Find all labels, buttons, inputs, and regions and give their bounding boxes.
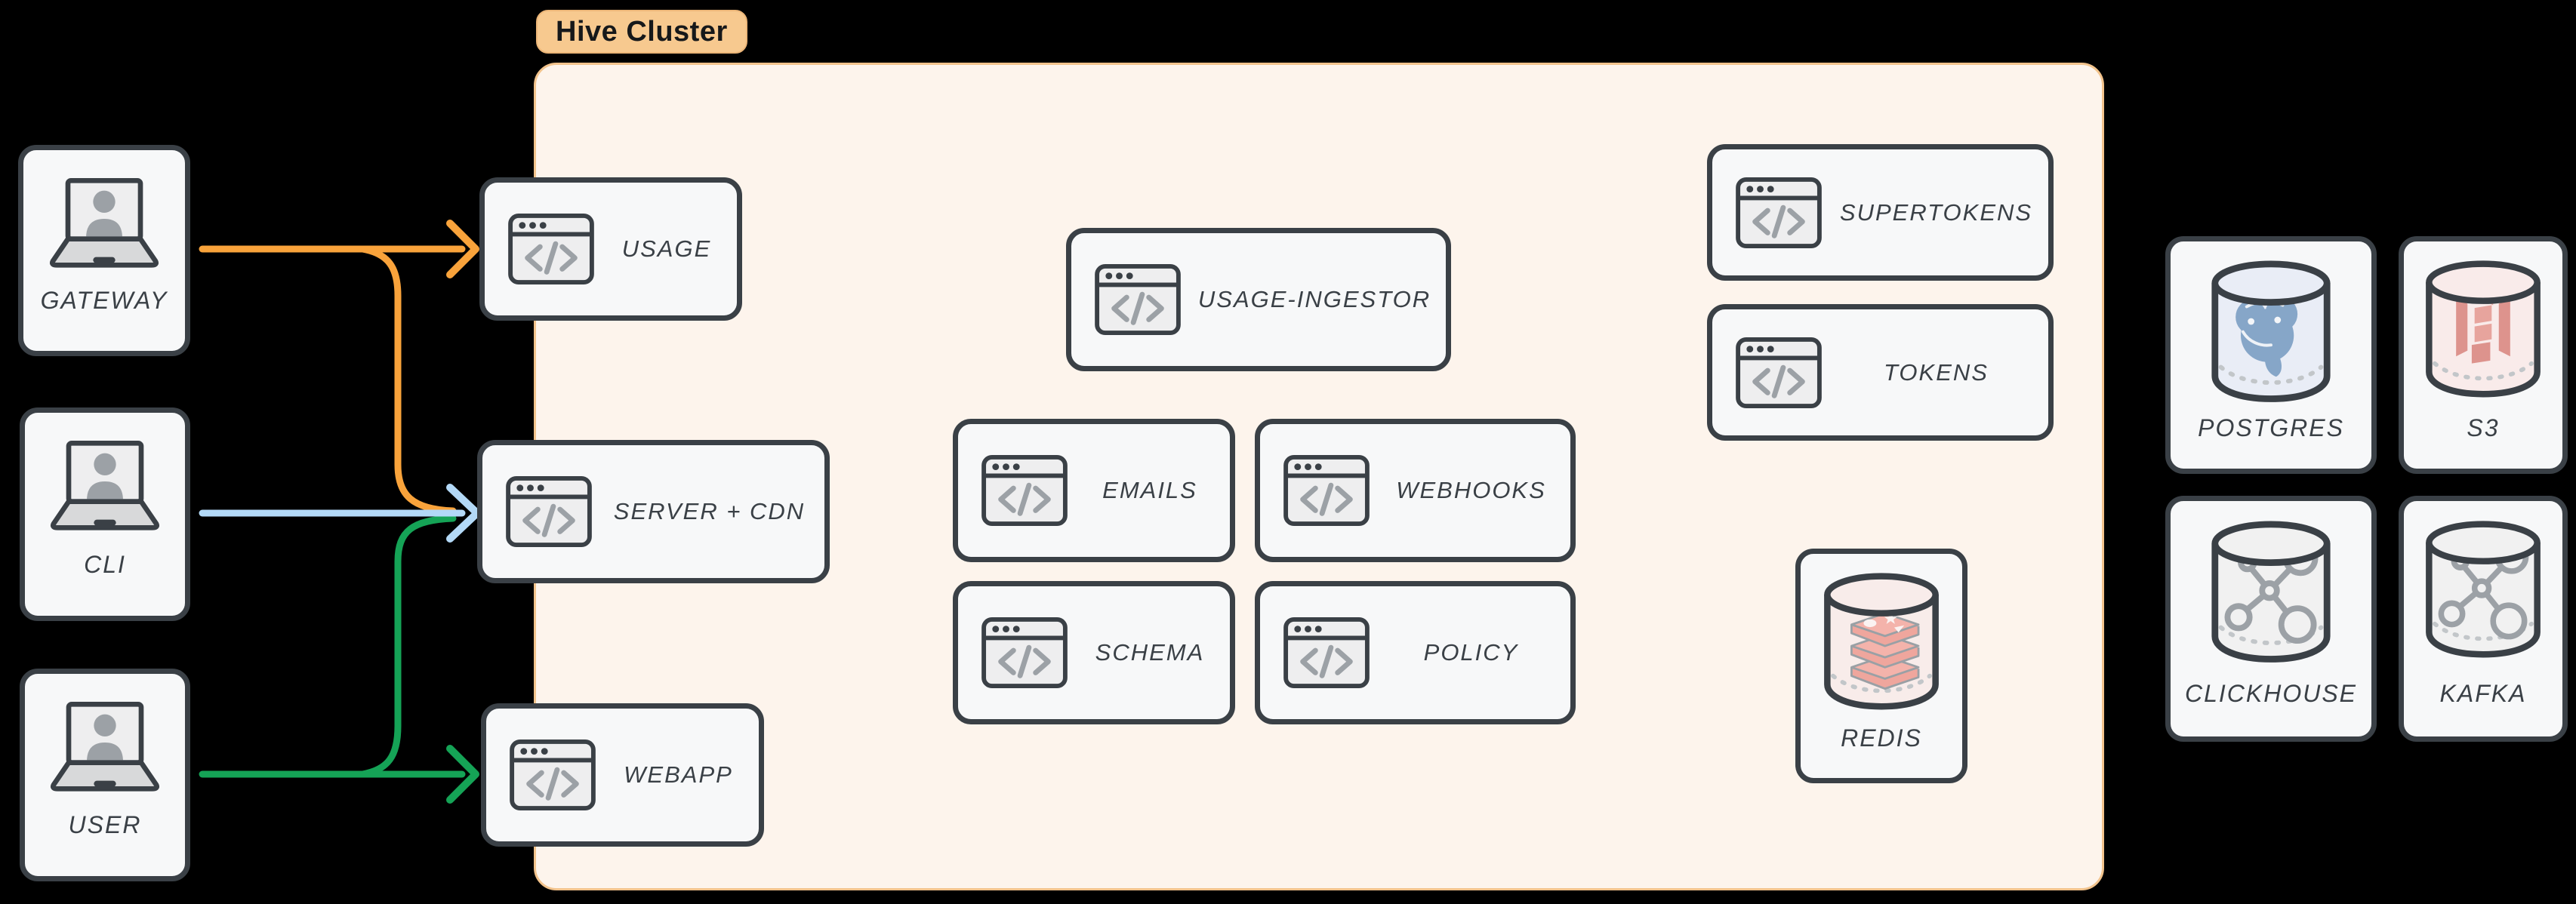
node-usage: USAGE bbox=[479, 177, 742, 321]
node-clickhouse: CLICKHOUSE bbox=[2165, 496, 2377, 742]
node-s3: S3 bbox=[2399, 236, 2568, 474]
node-label: SERVER + CDN bbox=[613, 498, 806, 524]
node-label: GATEWAY bbox=[40, 286, 168, 314]
laptop-user-icon bbox=[45, 439, 165, 536]
node-label: POLICY bbox=[1423, 639, 1519, 666]
arrowhead-usage bbox=[446, 220, 479, 278]
node-webapp: WEBAPP bbox=[481, 703, 764, 847]
node-user: USER bbox=[20, 669, 190, 881]
s3-cylinder-icon bbox=[2419, 260, 2547, 409]
code-window-icon bbox=[1733, 176, 1824, 250]
node-server-cdn: SERVER + CDN bbox=[477, 440, 830, 583]
node-label: SCHEMA bbox=[1095, 639, 1205, 666]
arrowhead-webapp bbox=[446, 745, 479, 804]
code-window-icon bbox=[1733, 336, 1824, 410]
node-label: USAGE-INGESTOR bbox=[1197, 286, 1431, 312]
code-window-icon bbox=[1281, 616, 1372, 690]
node-label: WEBHOOKS bbox=[1396, 477, 1546, 503]
node-label: USER bbox=[68, 811, 142, 839]
node-redis: REDIS bbox=[1795, 549, 1967, 783]
node-label: KAFKA bbox=[2439, 680, 2527, 708]
node-label: S3 bbox=[2467, 414, 2500, 441]
node-label: POSTGRES bbox=[2198, 414, 2344, 441]
code-window-icon bbox=[1092, 263, 1183, 337]
node-postgres: POSTGRES bbox=[2165, 236, 2377, 474]
code-window-icon bbox=[507, 738, 598, 812]
node-policy: POLICY bbox=[1255, 581, 1576, 724]
redis-cylinder-icon bbox=[1817, 572, 1946, 721]
node-label: EMAILS bbox=[1102, 477, 1197, 503]
node-schema: SCHEMA bbox=[953, 581, 1235, 724]
code-window-icon bbox=[979, 454, 1070, 527]
molecule-cylinder-icon bbox=[2419, 520, 2547, 669]
node-supertokens: SUPERTOKENS bbox=[1707, 144, 2054, 281]
hive-cluster-label: Hive Cluster bbox=[536, 10, 747, 54]
code-window-icon bbox=[506, 212, 596, 286]
node-usage-ingestor: USAGE-INGESTOR bbox=[1066, 228, 1451, 371]
node-kafka: KAFKA bbox=[2399, 496, 2568, 742]
node-cli: CLI bbox=[20, 407, 190, 621]
code-window-icon bbox=[1281, 454, 1372, 527]
node-label: WEBAPP bbox=[624, 761, 733, 788]
code-window-icon bbox=[979, 616, 1070, 690]
edge-gateway-server-cdn bbox=[359, 245, 457, 515]
node-label: REDIS bbox=[1841, 724, 1922, 752]
node-label: CLI bbox=[84, 550, 126, 578]
laptop-user-icon bbox=[45, 700, 165, 797]
node-gateway: GATEWAY bbox=[18, 145, 190, 356]
postgres-cylinder-icon bbox=[2205, 260, 2337, 414]
molecule-cylinder-icon bbox=[2205, 520, 2337, 675]
node-emails: EMAILS bbox=[953, 419, 1235, 562]
node-tokens: TOKENS bbox=[1707, 304, 2054, 441]
laptop-user-icon bbox=[44, 177, 165, 273]
node-label: USAGE bbox=[621, 235, 712, 262]
code-window-icon bbox=[504, 475, 594, 549]
node-label: CLICKHOUSE bbox=[2184, 680, 2358, 708]
node-label: TOKENS bbox=[1884, 358, 1989, 386]
edge-user-server-cdn bbox=[359, 515, 457, 778]
node-webhooks: WEBHOOKS bbox=[1255, 419, 1576, 562]
node-label: SUPERTOKENS bbox=[1839, 198, 2033, 226]
